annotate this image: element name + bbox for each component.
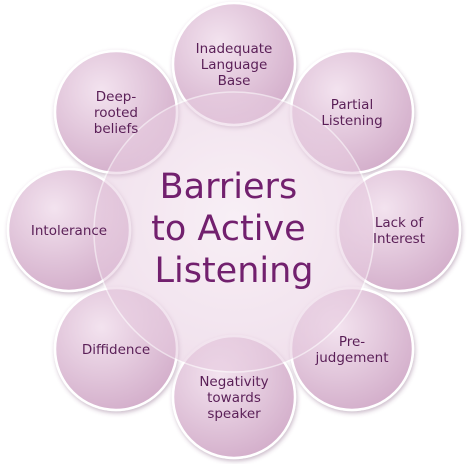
- petal-label-line: judgement: [314, 350, 388, 366]
- petal-label-line: Diffidence: [82, 342, 150, 358]
- petal-label-line: Pre-: [339, 334, 365, 350]
- center-title: Barriers to Active Listening: [151, 167, 317, 291]
- petal-label-line: Base: [218, 73, 251, 89]
- petal-label-line: Intolerance: [31, 223, 107, 239]
- petal-label-line: Partial: [331, 97, 373, 113]
- petal-label-line: Lack of: [375, 215, 425, 231]
- petal-label-line: Negativity: [199, 374, 268, 390]
- center-title-line: Listening: [154, 251, 313, 291]
- center-title-line: to Active: [151, 209, 306, 249]
- petal-label-intolerance: Intolerance: [31, 223, 107, 239]
- petal-label-line: beliefs: [94, 121, 138, 137]
- petal-label-diffidence: Diffidence: [82, 342, 150, 358]
- petal-label-line: Listening: [321, 113, 382, 129]
- petal-label-line: Deep-: [96, 89, 137, 105]
- petal-label-line: Language: [201, 57, 268, 73]
- petal-label-line: Inadequate: [196, 41, 273, 57]
- petal-label-line: speaker: [207, 406, 261, 422]
- petal-label-pre-judgement: Pre-judgement: [314, 334, 388, 366]
- center-circle: [93, 91, 375, 373]
- center-title-line: Barriers: [160, 167, 298, 207]
- petal-label-line: Interest: [373, 231, 425, 247]
- petal-label-line: towards: [207, 390, 261, 406]
- petal-label-line: rooted: [94, 105, 138, 121]
